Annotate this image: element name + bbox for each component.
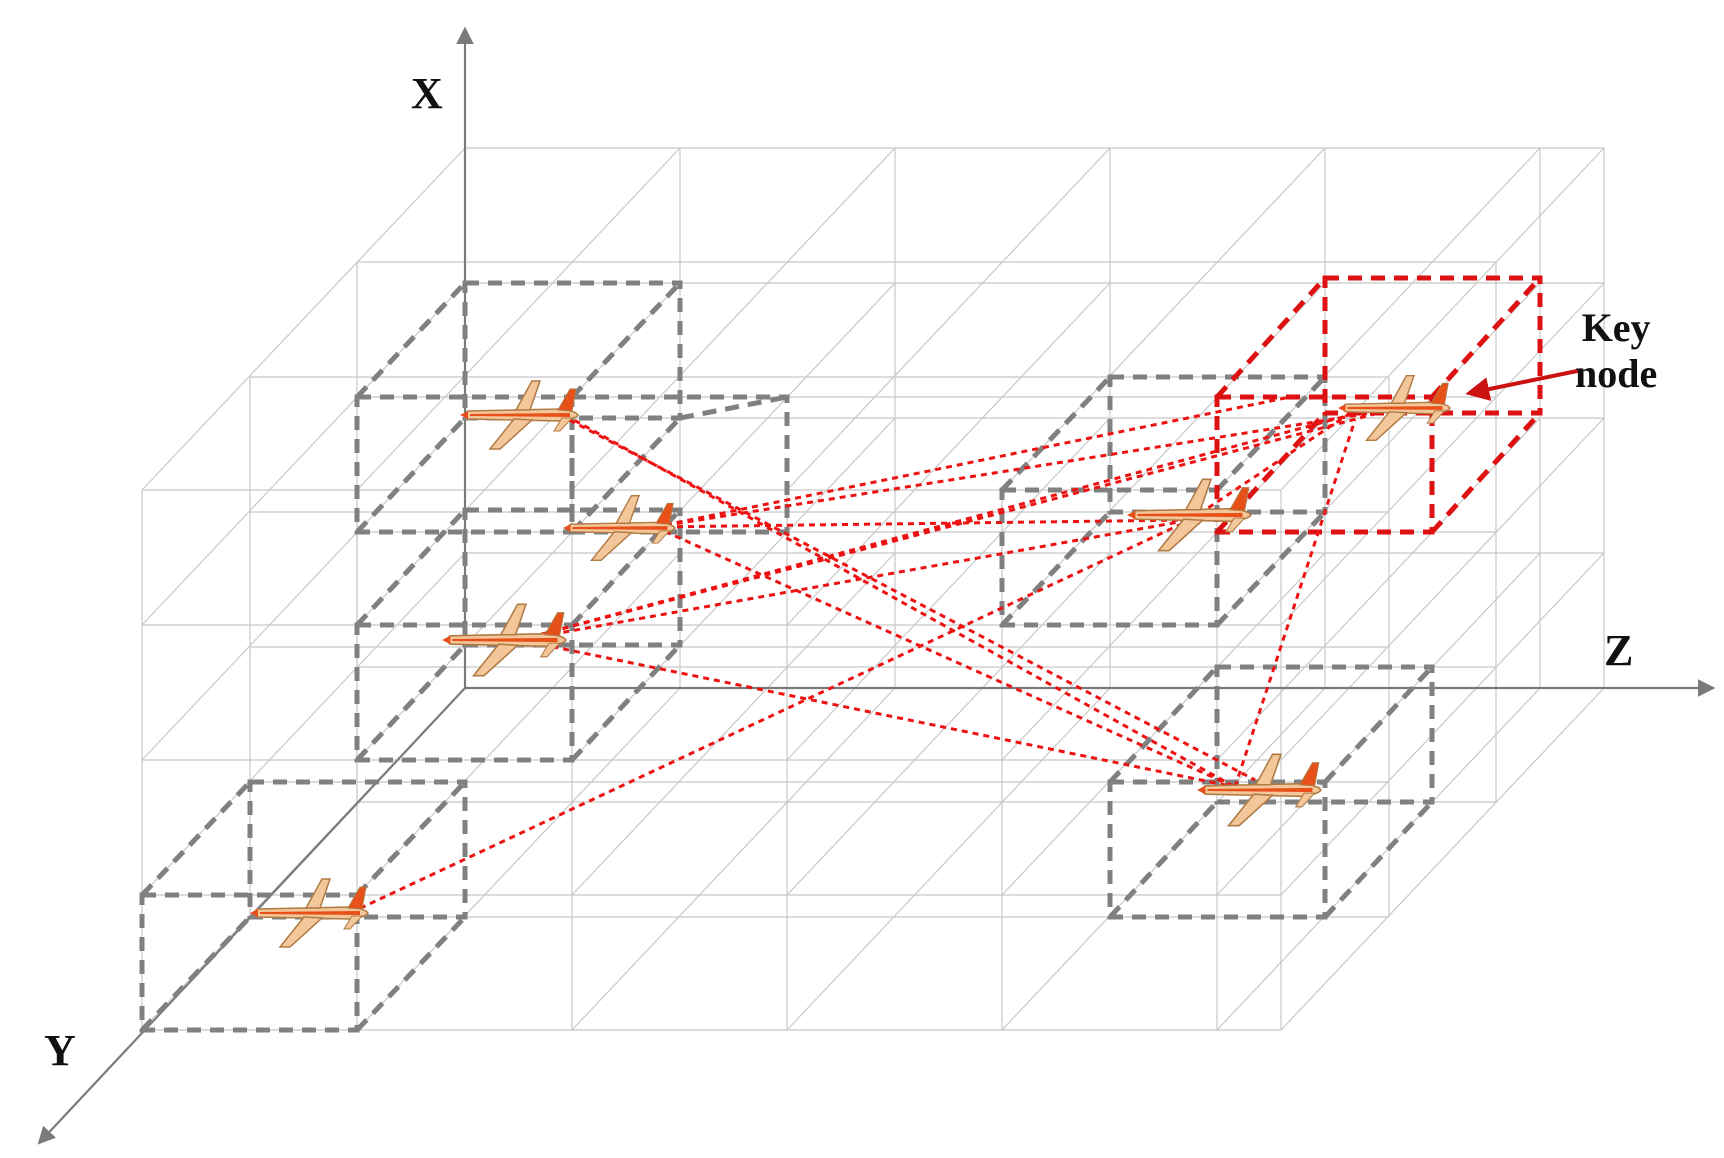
cluster-box-c	[999, 374, 1328, 628]
link	[1189, 408, 1356, 522]
airplane-icon	[442, 603, 567, 677]
link	[519, 413, 1351, 642]
y-axis-label: Y	[44, 1026, 76, 1075]
link	[654, 408, 1391, 529]
cluster-box-b	[139, 779, 468, 1033]
cluster-box-d	[1107, 664, 1435, 920]
airplane-icon	[1127, 478, 1252, 552]
link	[559, 413, 1256, 782]
airplane-icon	[460, 380, 579, 450]
link	[349, 518, 1191, 915]
link	[519, 408, 1391, 642]
z-axis-label: Z	[1604, 626, 1634, 675]
aircraft-layer	[250, 374, 1451, 948]
key-node-label-line1: Key	[1581, 305, 1651, 350]
link	[519, 518, 1191, 642]
link	[654, 518, 1191, 529]
link	[654, 393, 1301, 529]
link	[654, 525, 1236, 789]
cluster-boxes	[139, 280, 1435, 1033]
airplane-icon	[250, 878, 369, 948]
link	[564, 413, 1236, 789]
key-node-label: Key node	[1575, 305, 1657, 397]
airplane-icon	[1338, 374, 1451, 442]
grid-lattice	[141, 147, 1605, 1031]
link	[519, 638, 1236, 789]
communication-links	[349, 393, 1391, 915]
link	[1233, 419, 1357, 788]
x-axis-label: X	[411, 69, 443, 118]
airplane-icon	[1197, 753, 1322, 827]
cluster-box-a	[354, 280, 790, 763]
airplane-icon	[563, 494, 676, 562]
key-node-label-line2: node	[1575, 351, 1658, 396]
key-node-arrow	[1465, 368, 1583, 401]
